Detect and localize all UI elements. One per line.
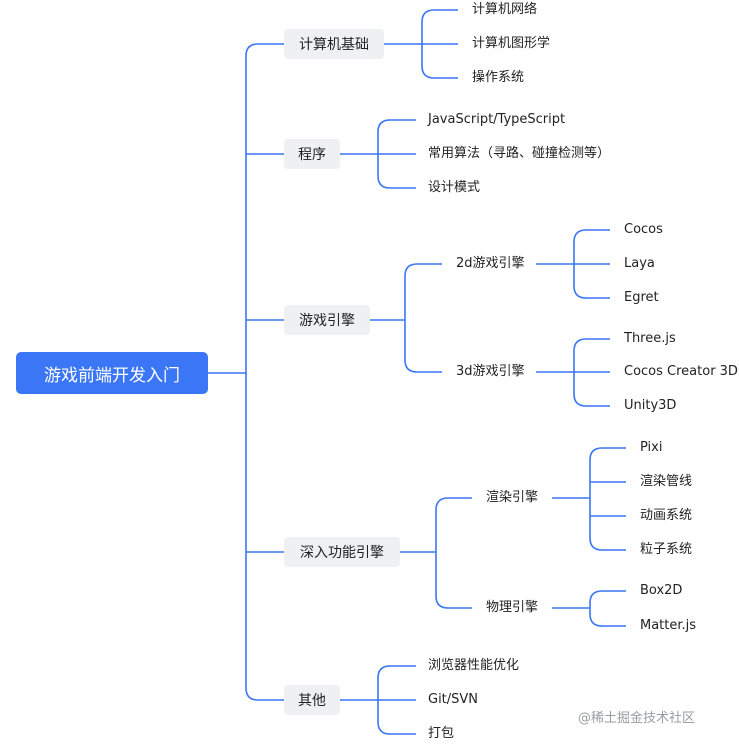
leaf-prog-0[interactable]: JavaScript/TypeScript <box>428 112 566 127</box>
leaf-render-1[interactable]: 渲染管线 <box>640 474 693 489</box>
leaf-2d-1[interactable]: Laya <box>624 256 655 271</box>
leaf-render-3[interactable]: 粒子系统 <box>640 542 693 557</box>
branch-prog[interactable]: 程序 <box>284 139 340 169</box>
leaf-2d-2[interactable]: Egret <box>624 290 659 305</box>
leaf-3d-1[interactable]: Cocos Creator 3D <box>624 364 738 379</box>
leaf-2d-0[interactable]: Cocos <box>624 222 663 237</box>
leaf-prog-2[interactable]: 设计模式 <box>428 180 481 195</box>
subbranch-render-engine[interactable]: 渲染引擎 <box>486 490 539 505</box>
branch-engine[interactable]: 游戏引擎 <box>284 305 370 335</box>
leaf-3d-0[interactable]: Three.js <box>624 331 676 346</box>
leaf-cs-1[interactable]: 计算机图形学 <box>472 36 551 51</box>
subbranch-3d-engine[interactable]: 3d游戏引擎 <box>456 364 525 379</box>
leaf-3d-2[interactable]: Unity3D <box>624 398 677 413</box>
branch-other[interactable]: 其他 <box>284 685 340 715</box>
leaf-physics-0[interactable]: Box2D <box>640 583 683 598</box>
leaf-other-1[interactable]: Git/SVN <box>428 692 479 707</box>
leaf-render-0[interactable]: Pixi <box>640 440 663 455</box>
branch-deep[interactable]: 深入功能引擎 <box>284 537 400 567</box>
root-node[interactable]: 游戏前端开发入门 <box>16 352 208 394</box>
leaf-cs-0[interactable]: 计算机网络 <box>472 2 538 17</box>
leaf-prog-1[interactable]: 常用算法（寻路、碰撞检测等） <box>428 146 611 161</box>
connector-trunk <box>245 43 259 701</box>
leaf-other-0[interactable]: 浏览器性能优化 <box>428 658 520 673</box>
leaf-physics-1[interactable]: Matter.js <box>640 618 697 633</box>
leaf-render-2[interactable]: 动画系统 <box>640 508 693 523</box>
leaf-cs-2[interactable]: 操作系统 <box>472 70 525 85</box>
subbranch-physics-engine[interactable]: 物理引擎 <box>486 600 539 615</box>
branch-cs[interactable]: 计算机基础 <box>284 29 384 59</box>
leaf-other-2[interactable]: 打包 <box>428 726 455 741</box>
subbranch-2d-engine[interactable]: 2d游戏引擎 <box>456 256 525 271</box>
watermark-text: @稀土掘金技术社区 <box>578 711 696 726</box>
